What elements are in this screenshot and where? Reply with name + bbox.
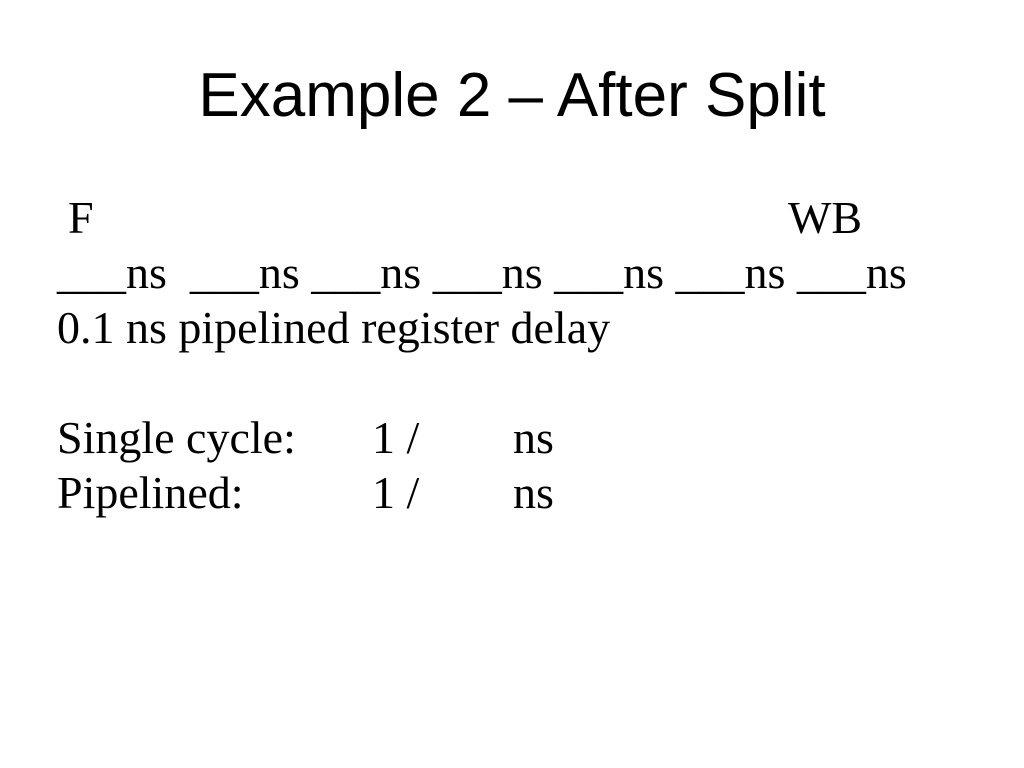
register-delay-line: 0.1 ns pipelined register delay (57, 302, 611, 353)
single-cycle-unit: ns (513, 412, 554, 463)
stage-label-fetch: F (68, 192, 94, 243)
stage-labels-line: F WB (57, 190, 1004, 245)
blank-line (57, 355, 1004, 410)
slide-title: Example 2 – After Split (198, 61, 826, 130)
pipelined-label: Pipelined: (57, 467, 244, 518)
ns-blanks-line: ___ns ___ns ___ns ___ns ___ns ___ns ___n… (57, 247, 907, 298)
single-cycle-line: Single cycle: 1 / ns (57, 410, 1004, 465)
pipelined-unit: ns (513, 467, 554, 518)
pipelined-line: Pipelined: 1 / ns (57, 465, 1004, 520)
single-cycle-label: Single cycle: (57, 412, 296, 463)
single-cycle-value: 1 / (372, 412, 420, 463)
stage-label-writeback: WB (788, 192, 863, 243)
pipelined-value: 1 / (372, 467, 420, 518)
slide-body: F WB ___ns ___ns ___ns ___ns ___ns ___ns… (57, 190, 1004, 520)
